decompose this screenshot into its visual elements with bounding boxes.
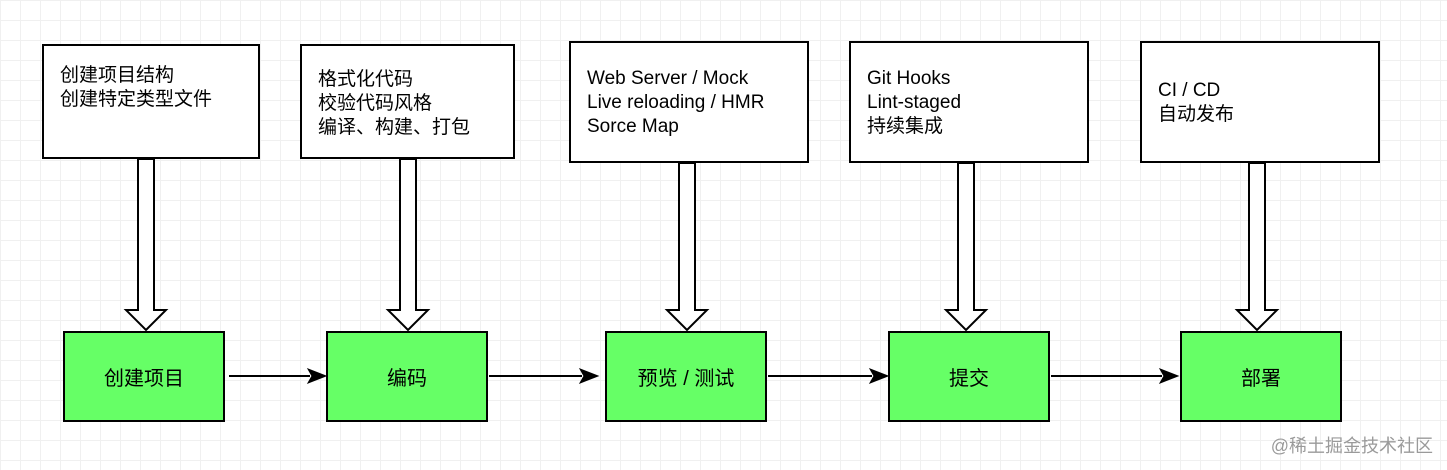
note-line: Lint-staged bbox=[867, 92, 962, 113]
watermark: @稀土掘金技术社区 bbox=[1270, 436, 1433, 456]
note-line: Git Hooks bbox=[867, 68, 951, 89]
hollow-arrow-3 bbox=[664, 162, 710, 332]
note-line: 校验代码风格 bbox=[318, 93, 433, 114]
hollow-arrow-5 bbox=[1234, 162, 1280, 332]
note-commit: Git Hooks Lint-staged 持续集成 bbox=[849, 41, 1089, 163]
step-coding: 编码 bbox=[326, 331, 488, 422]
note-project-setup: 创建项目结构 创建特定类型文件 bbox=[42, 44, 260, 159]
note-line: Web Server / Mock bbox=[587, 68, 749, 89]
step-preview-test: 预览 / 测试 bbox=[605, 331, 767, 422]
hollow-arrow-4 bbox=[943, 162, 989, 332]
note-preview-test: Web Server / Mock Live reloading / HMR S… bbox=[569, 41, 809, 163]
note-line: 编译、构建、打包 bbox=[318, 117, 471, 138]
note-line: 持续集成 bbox=[867, 116, 944, 137]
note-line: 自动发布 bbox=[1158, 104, 1235, 125]
note-line: 创建项目结构 bbox=[60, 65, 175, 86]
note-line: 创建特定类型文件 bbox=[60, 89, 213, 110]
flow-arrow-4 bbox=[1051, 368, 1180, 384]
note-deploy: CI / CD 自动发布 bbox=[1140, 41, 1380, 163]
step-create-project: 创建项目 bbox=[63, 331, 225, 422]
flow-arrow-3 bbox=[768, 368, 890, 384]
flow-arrow-2 bbox=[489, 368, 600, 384]
step-deploy: 部署 bbox=[1180, 331, 1342, 422]
note-line: 格式化代码 bbox=[318, 69, 414, 90]
flow-arrow-1 bbox=[229, 368, 328, 384]
hollow-arrow-1 bbox=[123, 158, 169, 332]
note-line: Live reloading / HMR bbox=[587, 92, 765, 113]
note-coding: 格式化代码 校验代码风格 编译、构建、打包 bbox=[300, 44, 515, 159]
note-line: Sorce Map bbox=[587, 116, 679, 137]
hollow-arrow-2 bbox=[385, 158, 431, 332]
note-line: CI / CD bbox=[1158, 80, 1221, 101]
step-commit: 提交 bbox=[888, 331, 1050, 422]
